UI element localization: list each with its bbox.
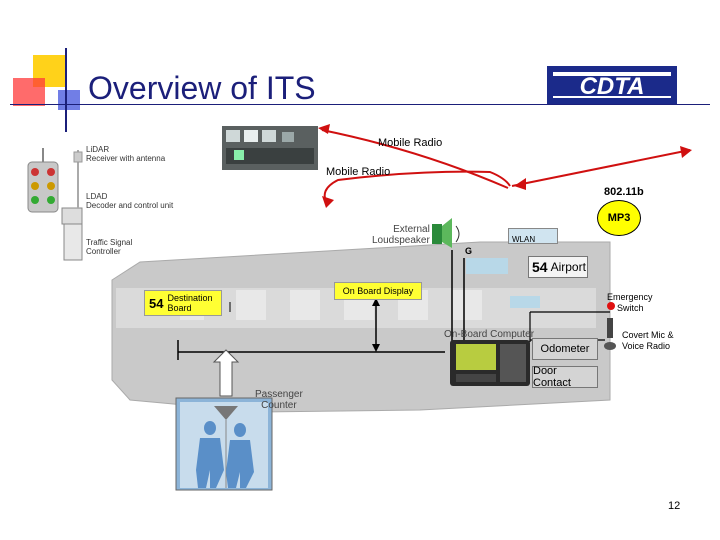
odometer-box: Odometer (532, 338, 598, 360)
destination-line1: Destination (167, 293, 213, 303)
ldad-label: LDAD Decoder and control unit (86, 192, 173, 210)
gps-label: G (465, 246, 473, 256)
destination-number: 54 (149, 295, 164, 311)
passenger-line1: Passenger (255, 389, 303, 400)
covert-line1: Covert Mic & (622, 330, 674, 340)
passenger-line2: Counter (261, 400, 297, 411)
wifi-arrow (511, 149, 691, 187)
accent-red-square (13, 78, 45, 106)
lidar-line2: Receiver with antenna (86, 154, 166, 163)
mp3-badge: MP3 (597, 200, 641, 236)
covert-mic-icon (604, 318, 616, 350)
emergency-switch-icon (607, 302, 615, 310)
door-contact-box: Door Contact (532, 365, 598, 389)
mp3-label: MP3 (607, 212, 631, 224)
destination-board: 54 Destination Board (144, 290, 222, 316)
emergency-switch-label: Emergency Switch (607, 292, 653, 314)
ldad-line2: Decoder and control unit (86, 201, 174, 210)
radio-arrow-upper (321, 129, 509, 189)
radio-arrow-lower (323, 170, 511, 206)
odometer-label: Odometer (540, 343, 590, 355)
mobile-radio-label-mid: Mobile Radio (326, 166, 391, 178)
route-sign: 54 Airport (528, 256, 588, 278)
control-room-photo (222, 126, 318, 170)
loudspeaker-icon (432, 218, 460, 248)
onboard-computer-label: On-Board Computer (444, 329, 535, 340)
onboard-display-box: On Board Display (334, 282, 422, 300)
door-contact-label: Door Contact (533, 365, 571, 389)
emergency-line1: Emergency (607, 292, 653, 302)
accent-vertical-line (65, 48, 67, 132)
covert-line2: Voice Radio (622, 341, 671, 351)
traffic-controller-label: Traffic Signal Controller (86, 238, 132, 256)
external-speaker-line2: Loudspeaker (372, 235, 430, 246)
route-number: 54 (532, 259, 548, 275)
accent-horizontal-line (10, 104, 710, 105)
external-speaker-line1: External (393, 224, 430, 235)
traffic-line2: Controller (86, 247, 121, 256)
logo-text: CDTA (580, 73, 645, 100)
passenger-counter-door (175, 397, 273, 491)
passenger-counter-label: Passenger Counter (255, 389, 303, 411)
lidar-label: LiDAR Receiver with antenna (86, 145, 165, 163)
onboard-display-label: On Board Display (342, 286, 414, 296)
traffic-line1: Traffic Signal (86, 238, 133, 247)
external-speaker-label: External Loudspeaker (372, 224, 430, 246)
ldad-line1: LDAD (86, 192, 108, 201)
mobile-radio-label-top: Mobile Radio (378, 137, 443, 149)
emergency-line2: Switch (617, 303, 644, 313)
page-title: Overview of ITS (88, 70, 316, 106)
route-name: Airport (550, 260, 586, 274)
lidar-line1: LiDAR (86, 145, 110, 154)
destination-line2: Board (167, 303, 192, 313)
cdta-logo: CDTA (547, 66, 677, 104)
wlan-box: WLAN (508, 228, 558, 244)
covert-mic-label: Covert Mic & Voice Radio (622, 330, 674, 352)
onboard-computer-device (450, 340, 530, 386)
page-number: 12 (668, 500, 681, 512)
accent-blue-square (58, 90, 80, 110)
wifi-label: 802.11b (604, 186, 644, 198)
wlan-label: WLAN (512, 235, 536, 244)
traffic-signal-unit (27, 148, 83, 261)
